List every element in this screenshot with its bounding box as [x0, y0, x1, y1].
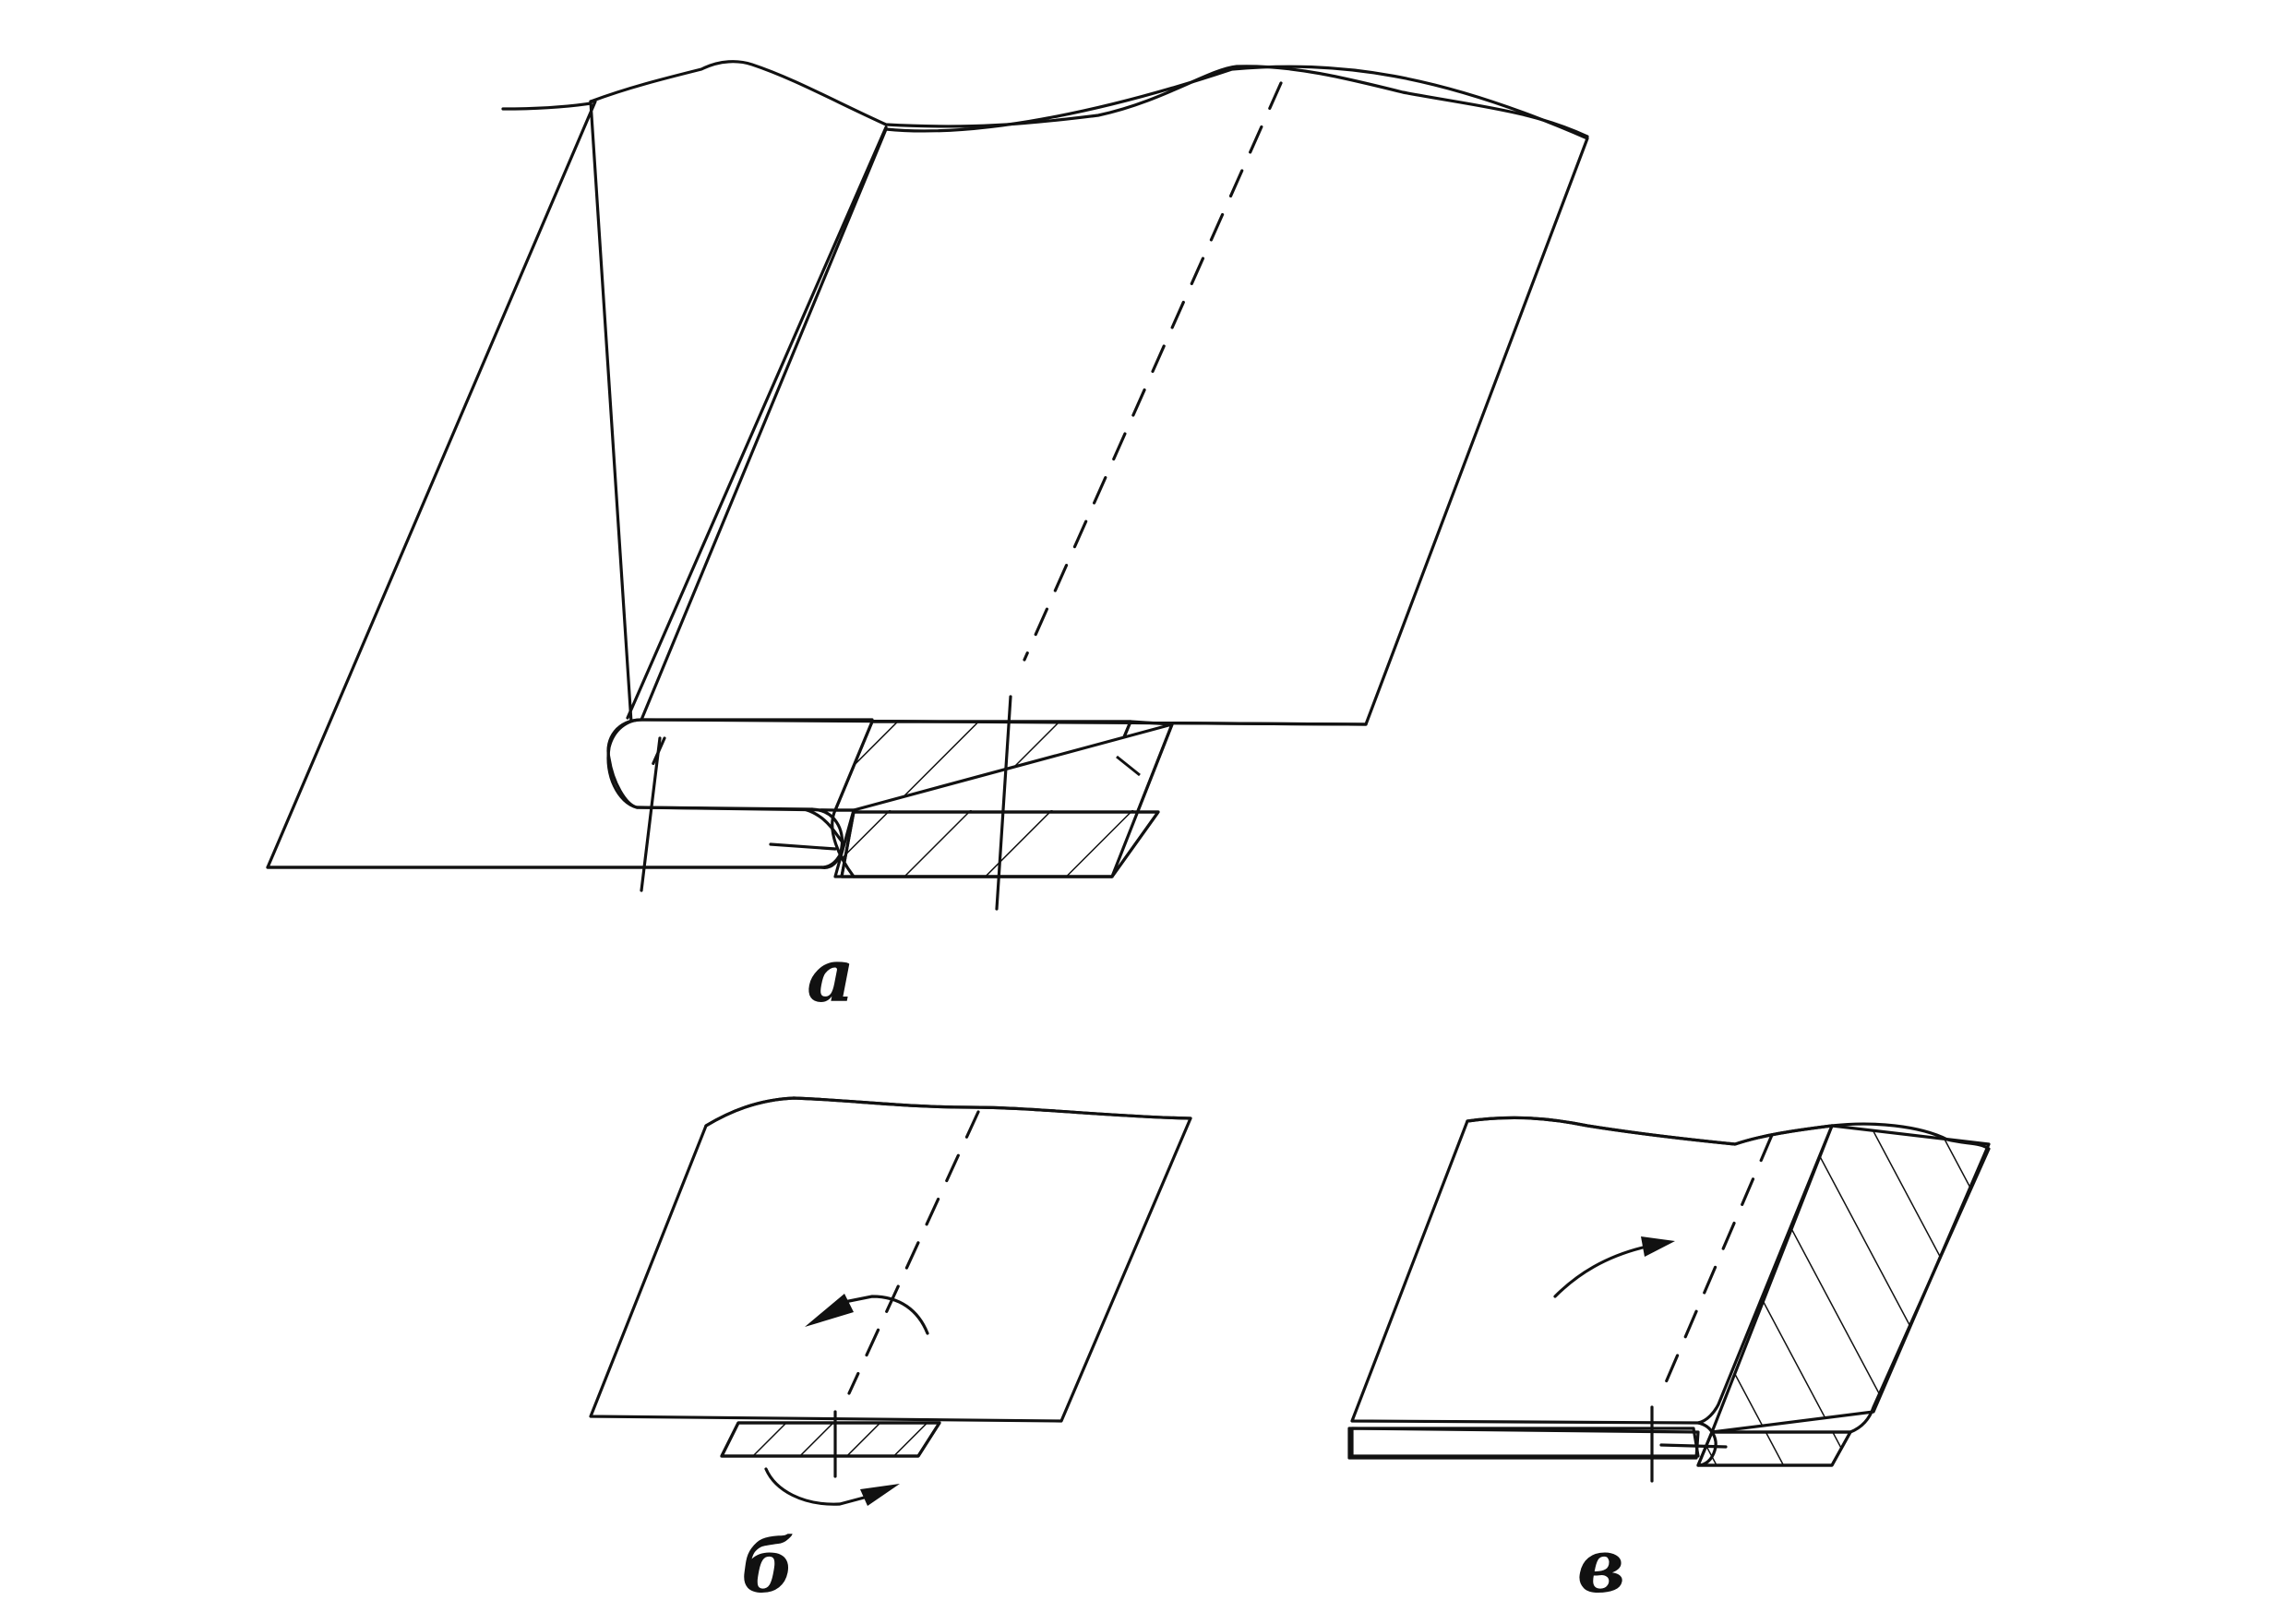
upper-fabric-panel — [640, 65, 1589, 726]
caption-a: а — [807, 932, 855, 1019]
caption-b: б — [741, 1522, 795, 1609]
figure-b: б — [589, 1096, 1192, 1609]
arrowhead-upper — [805, 1294, 854, 1327]
rolled-edge-a — [606, 718, 874, 812]
turn-arrow-upper — [838, 1295, 929, 1335]
figure-v: в — [1347, 1116, 1991, 1609]
fabric-panel-b — [589, 1096, 1192, 1423]
turn-arrow-lower — [764, 1467, 869, 1506]
caption-v: в — [1577, 1522, 1626, 1609]
top-cut-edge — [589, 60, 1589, 138]
arrowhead-lower — [860, 1484, 900, 1506]
stitch-line-v — [1659, 1133, 1774, 1395]
arrowhead-v — [1641, 1236, 1675, 1257]
stitch-line-b — [847, 1110, 980, 1395]
stitch-line-a — [1023, 81, 1283, 662]
fold-line — [626, 125, 888, 720]
figure-a: а — [266, 60, 1589, 1019]
turn-arrow-v — [1553, 1246, 1645, 1298]
